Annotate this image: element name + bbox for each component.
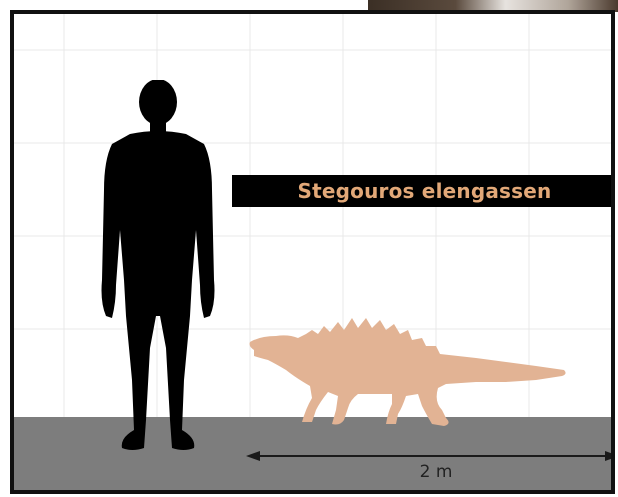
species-label: Stegouros elengassen	[232, 175, 615, 207]
human-silhouette	[100, 80, 216, 452]
stegouros-silhouette	[246, 314, 566, 426]
size-comparison-figure: Stegouros elengassen 2 m	[10, 10, 615, 494]
scale-bar-left-arrow	[246, 451, 260, 461]
scale-bar-label: 2 m	[406, 462, 466, 482]
scale-bar-right-arrow	[605, 451, 615, 461]
